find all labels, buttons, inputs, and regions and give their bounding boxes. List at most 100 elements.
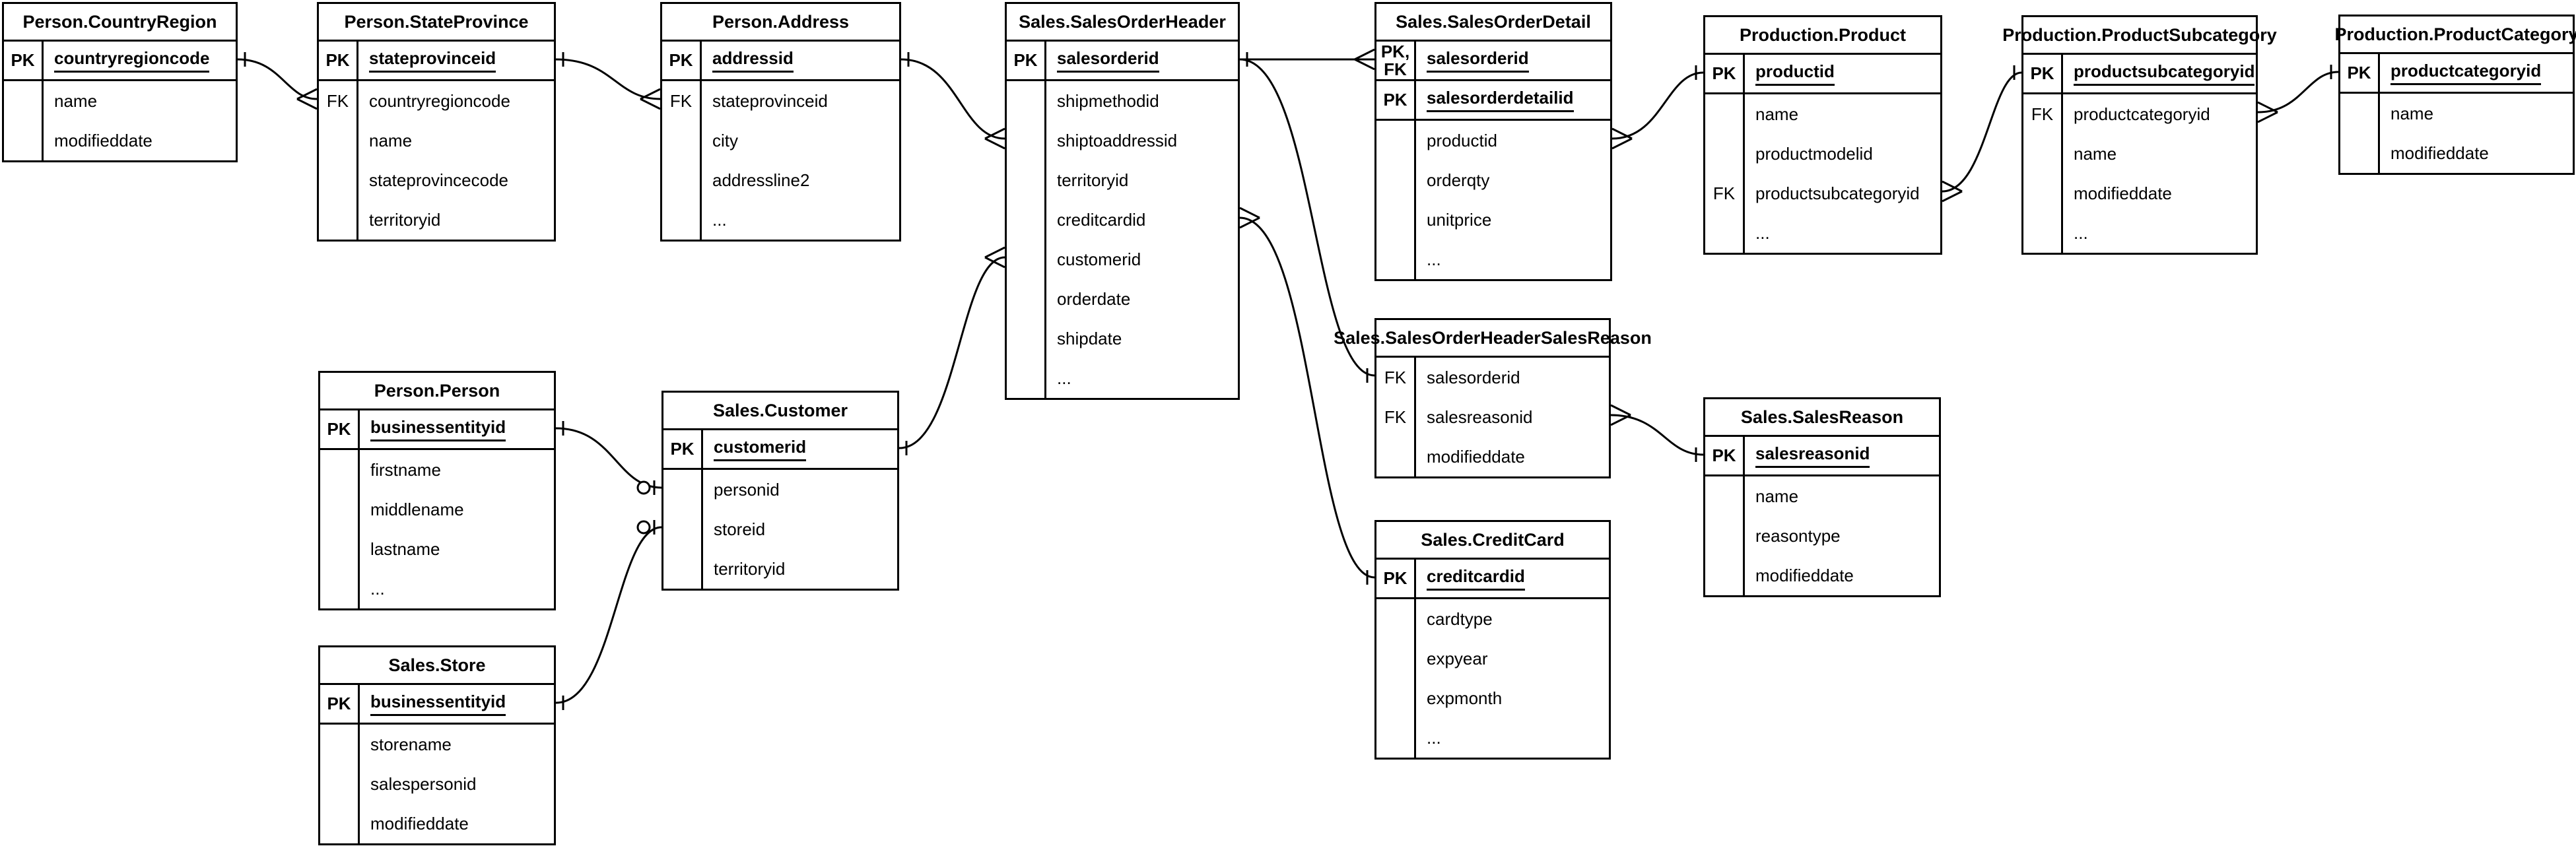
relationship-production-productsubcategory-to-production-productcategory[interactable] <box>2257 71 2339 114</box>
attribute-row[interactable]: city <box>662 121 899 160</box>
attribute-row[interactable]: firstname <box>320 450 554 490</box>
attribute-row[interactable]: name <box>1705 94 1940 134</box>
cardinality-many-marker <box>640 98 661 110</box>
attribute-row[interactable]: middlename <box>320 490 554 529</box>
cardinality-many-marker <box>1610 414 1631 426</box>
attribute-row[interactable]: storeid <box>663 509 897 549</box>
attribute-row[interactable]: modifieddate <box>1376 437 1609 476</box>
attribute-row[interactable]: name <box>4 81 236 121</box>
attribute-row[interactable]: ... <box>1007 358 1238 398</box>
attribute-name: countryregioncode <box>54 48 210 73</box>
attribute-row[interactable]: addressline2 <box>662 160 899 200</box>
attribute-name: name <box>2074 143 2117 164</box>
attribute-row[interactable]: ... <box>2023 213 2256 253</box>
attribute-row[interactable]: productid <box>1376 121 1610 160</box>
relationship-sales-salesorderheader-to-sales-creditcard[interactable] <box>1239 216 1375 579</box>
relationship-sales-salesorderheader-to-sales-salesorderheadersalesreason[interactable] <box>1239 58 1375 377</box>
attribute-row[interactable]: orderdate <box>1007 279 1238 319</box>
attribute-row[interactable]: creditcardid <box>1007 200 1238 240</box>
attribute-row[interactable]: storename <box>320 725 554 764</box>
attribute-row[interactable]: expmonth <box>1376 678 1609 718</box>
attribute-row[interactable]: name <box>2023 134 2256 174</box>
attribute-row[interactable]: name <box>319 121 554 160</box>
relationship-sales-store-to-sales-customer[interactable] <box>555 526 662 704</box>
relationship-person-stateprovince-to-person-address[interactable] <box>555 58 661 100</box>
attribute-row[interactable]: territoryid <box>1007 160 1238 200</box>
attribute-row[interactable]: reasontype <box>1705 516 1939 556</box>
attribute-row[interactable]: shipdate <box>1007 319 1238 358</box>
attribute-row[interactable]: customerid <box>1007 240 1238 279</box>
attribute-row[interactable]: expyear <box>1376 639 1609 678</box>
attribute-row[interactable]: ... <box>1376 240 1610 279</box>
attribute-row[interactable]: unitprice <box>1376 200 1610 240</box>
relationship-person-person-to-sales-customer[interactable] <box>555 427 662 489</box>
relationship-person-address-to-sales-salesorderheader[interactable] <box>900 58 1005 140</box>
attribute-row[interactable]: territoryid <box>319 200 554 240</box>
attribute-row[interactable]: modifieddate <box>2340 133 2573 173</box>
attribute-row[interactable]: personid <box>663 470 897 509</box>
attribute-row[interactable]: modifieddate <box>1705 556 1939 595</box>
attribute-row[interactable]: modifieddate <box>320 804 554 843</box>
relationship-person-countryregion-to-person-stateprovince[interactable] <box>237 58 318 100</box>
attribute-row[interactable]: ... <box>662 200 899 240</box>
entity-title-line: Production.Product <box>1740 25 1906 45</box>
attribute-row[interactable]: lastname <box>320 529 554 569</box>
attribute-row[interactable]: shipmethodid <box>1007 81 1238 121</box>
attribute-row[interactable]: ... <box>1376 718 1609 758</box>
attribute-name: modifieddate <box>54 130 153 150</box>
attribute-row[interactable]: ... <box>1705 213 1940 253</box>
attribute-row[interactable]: productmodelid <box>1705 134 1940 174</box>
attribute-row[interactable]: name <box>1705 476 1939 516</box>
attribute-row[interactable]: modifieddate <box>4 121 236 160</box>
attribute-row[interactable]: ... <box>320 569 554 608</box>
attribute-row[interactable]: territoryid <box>663 549 897 589</box>
entity-title: Production.Product <box>1705 17 1940 55</box>
attribute-row[interactable]: orderqty <box>1376 160 1610 200</box>
attribute-row[interactable]: shiptoaddressid <box>1007 121 1238 160</box>
attribute-row[interactable]: cardtype <box>1376 599 1609 639</box>
attribute-row[interactable]: name <box>2340 94 2573 133</box>
relationship-sales-salesorderdetail-to-production-product[interactable] <box>1611 71 1704 140</box>
relationship-sales-salesorderheadersalesreason-to-sales-salesreason[interactable] <box>1610 414 1704 456</box>
attribute-row[interactable]: modifieddate <box>2023 174 2256 213</box>
attribute-row[interactable]: stateprovincecode <box>319 160 554 200</box>
relationship-sales-customer-to-sales-salesorderheader[interactable] <box>898 256 1005 449</box>
attribute-row[interactable]: salespersonid <box>320 764 554 804</box>
relationship-production-product-to-production-productsubcategory[interactable] <box>1942 71 2022 193</box>
